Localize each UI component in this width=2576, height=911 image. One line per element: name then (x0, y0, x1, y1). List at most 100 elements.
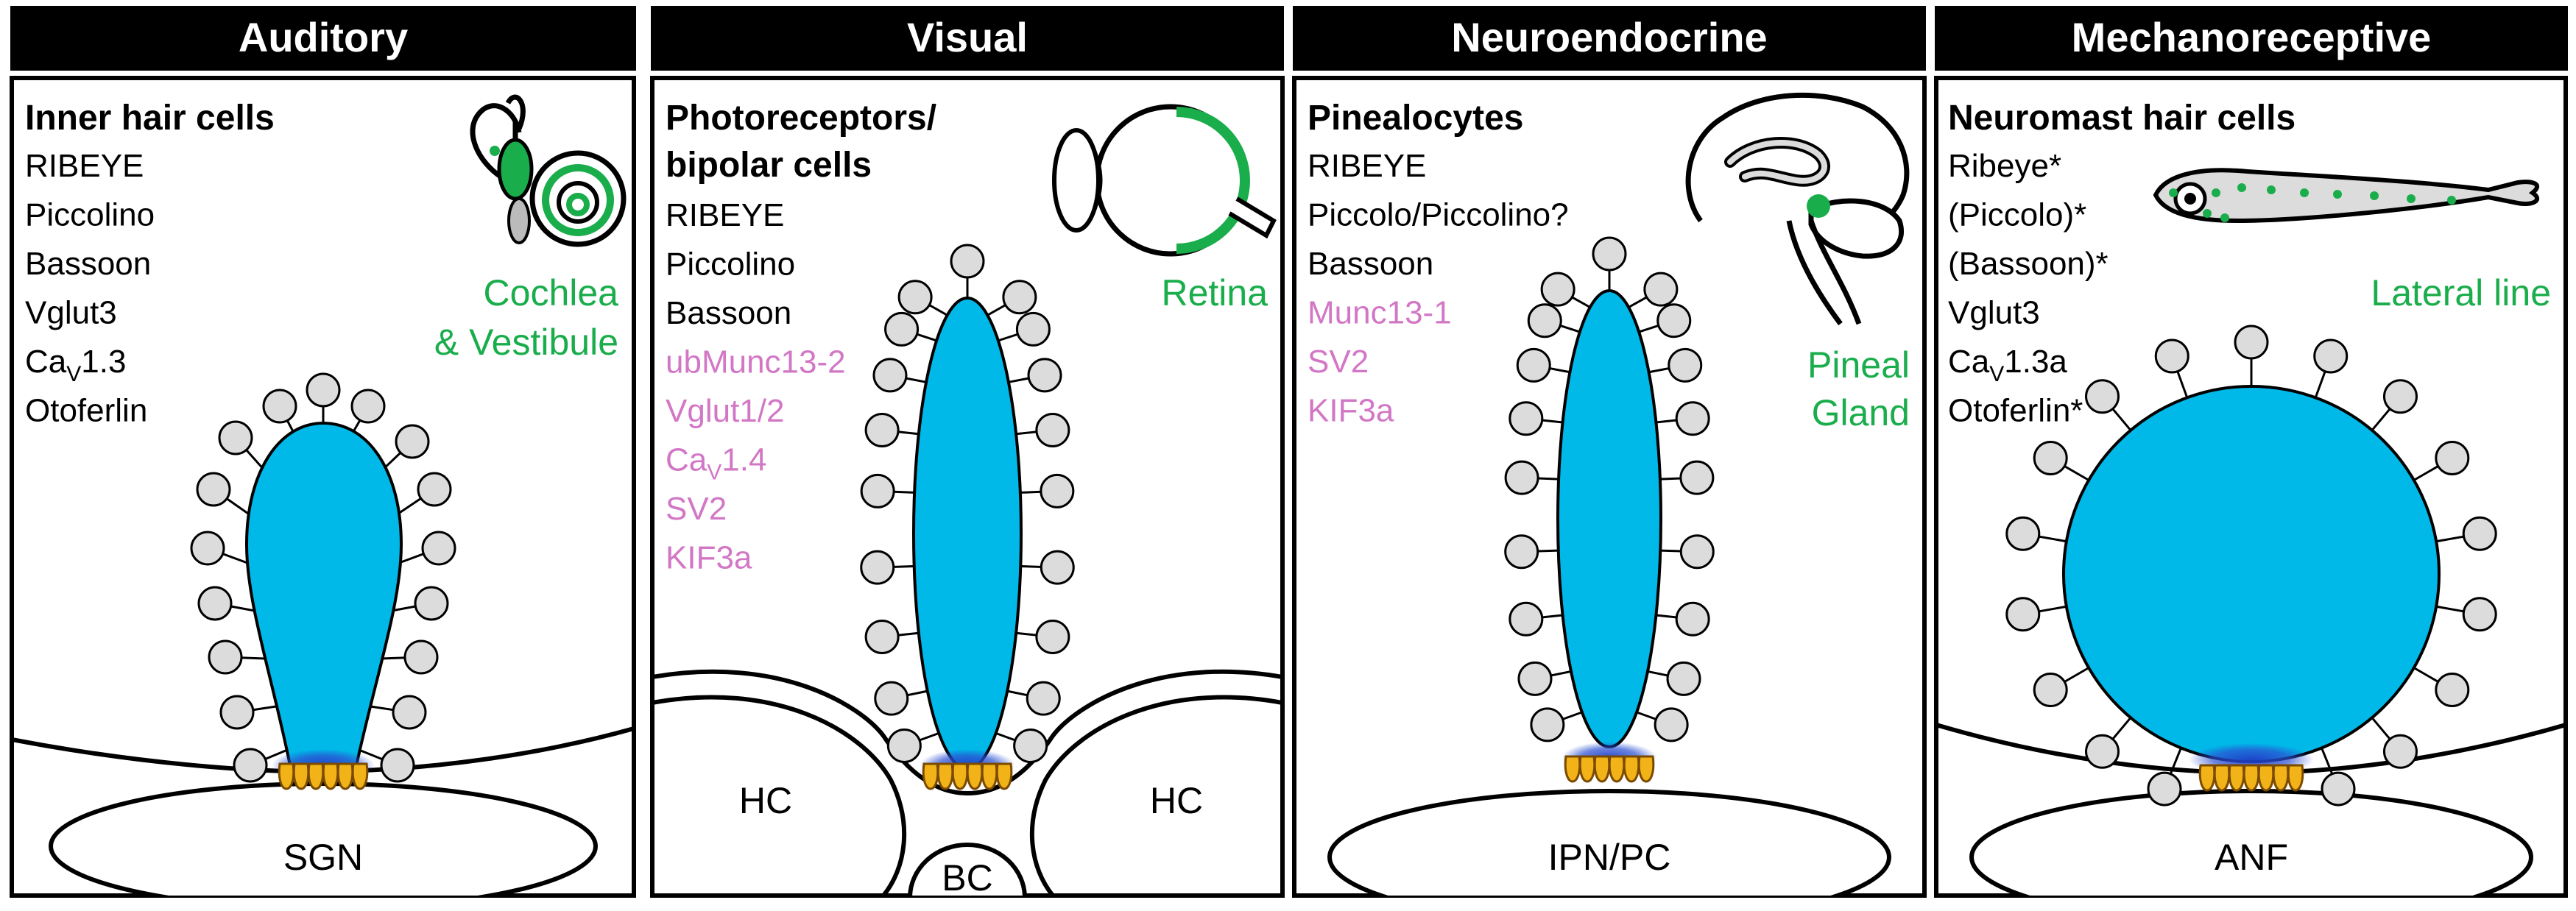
synaptic-ribbon (278, 762, 295, 790)
marker-item: RIBEYE (1308, 148, 1426, 184)
synaptic-vesicle (1035, 620, 1070, 655)
synaptic-ribbon (1623, 755, 1640, 783)
synaptic-vesicles (190, 372, 456, 783)
synaptic-vesicle (2321, 771, 2356, 807)
synaptic-vesicle (864, 620, 900, 655)
synaptic-ribbon (981, 762, 998, 790)
panel-header-bar (1935, 6, 2568, 71)
synaptic-vesicle (197, 586, 233, 621)
synaptic-vesicle (1666, 661, 1701, 696)
synaptic-vesicle (306, 372, 341, 408)
organ-label: Gland (1812, 392, 1910, 433)
marker-item: KIF3a (1308, 393, 1394, 429)
synaptic-vesicle (2435, 441, 2470, 475)
panel-neuroendocrine: Neuroendocrine Pinealocytes RIBEYEPiccol… (1292, 6, 1927, 898)
horizontal-cell-right (1029, 695, 1282, 896)
synaptic-vesicle (1002, 280, 1037, 315)
panel-header-bar (1293, 6, 1926, 71)
marker-text: (Bassoon)* (1948, 246, 2109, 282)
synaptic-vesicle (2085, 734, 2120, 769)
cell-body (912, 297, 1023, 770)
postsynaptic-label: ANF (2215, 837, 2288, 878)
bipolar-cell-dendrite (908, 843, 1027, 896)
organ-label: & Vestibule (434, 322, 618, 363)
zebrafish-icon (2153, 168, 2540, 224)
inner-ear-icon (470, 94, 627, 247)
panel-visual: Visual Photoreceptors/ bipolar cells RIB… (650, 6, 1285, 898)
pinealocyte (1504, 236, 1715, 783)
cell-type-title: Pinealocytes (1308, 99, 1523, 138)
marker-text: RIBEYE (666, 197, 784, 233)
cell-type-title: Inner hair cells (25, 99, 275, 138)
synaptic-vesicle (1675, 601, 1710, 637)
marker-list: Ribeye*(Piccolo)*(Bassoon)*Vglut3CaV1.3a… (1948, 148, 2109, 429)
synaptic-vesicle (1679, 460, 1715, 495)
synaptic-vesicle (262, 389, 297, 424)
synaptic-vesicle (860, 550, 895, 585)
marker-item: SV2 (666, 491, 727, 527)
synaptic-ribbon (951, 762, 969, 790)
marker-text: Bassoon (666, 295, 791, 331)
synaptic-vesicle (392, 695, 427, 730)
marker-item: Vglut1/2 (666, 393, 784, 429)
marker-text: Ribeye* (1948, 148, 2061, 184)
synaptic-vesicle (1679, 534, 1715, 570)
marker-text: KIF3a (1308, 393, 1394, 429)
marker-text: Otoferlin (25, 393, 147, 429)
synaptic-vesicle (1654, 707, 1689, 742)
synaptic-vesicle (1504, 460, 1539, 495)
ipn-pc-terminal (1327, 789, 1891, 896)
synaptic-vesicle (233, 748, 268, 783)
marker-item: Otoferlin (25, 393, 147, 429)
synaptic-vesicle (417, 472, 452, 507)
marker-text: Vglut3 (1948, 295, 2040, 331)
organ-label: Pineal (1807, 344, 1910, 386)
synaptic-ribbon (922, 762, 939, 790)
marker-item: SV2 (1308, 344, 1369, 380)
synaptic-vesicle (1516, 347, 1551, 383)
marker-item: (Piccolo)* (1948, 197, 2086, 233)
cell-type-title: bipolar cells (666, 146, 872, 185)
synaptic-vesicle (1668, 347, 1703, 383)
marker-text: SV2 (666, 491, 727, 527)
synaptic-vesicle (421, 531, 456, 566)
synaptic-ribbons (922, 762, 1013, 790)
marker-text: SV2 (1308, 344, 1369, 380)
synaptic-vesicle (1027, 358, 1062, 393)
outer-membrane (652, 669, 1282, 796)
synaptic-vesicle (2033, 673, 2068, 707)
synaptic-vesicle (1656, 303, 1692, 338)
synaptic-vesicle (950, 244, 985, 279)
synaptic-vesicle (2462, 516, 2497, 551)
marker-text: Munc13-1 (1308, 295, 1452, 331)
synaptic-vesicle (2147, 771, 2182, 807)
synaptic-vesicle (1592, 236, 1627, 272)
synaptic-ribbon (1593, 755, 1611, 783)
marker-text: Piccolino (666, 247, 795, 283)
panel-header: Visual (907, 14, 1028, 60)
synaptic-ribbon (1608, 755, 1626, 783)
marker-item: Vglut3 (25, 295, 117, 331)
synaptic-vesicle (414, 586, 449, 621)
synaptic-ribbon (292, 762, 310, 790)
marker-list: RIBEYEPiccolinoBassoonVglut3CaV1.3Otofer… (25, 148, 155, 429)
brain-icon (1685, 92, 1910, 326)
synaptic-ribbon (2213, 764, 2231, 792)
marker-text: ubMunc13-2 (666, 344, 846, 380)
synaptic-ribbon (2198, 764, 2216, 792)
marker-text: Vglut3 (25, 295, 117, 331)
synaptic-vesicle (864, 412, 900, 447)
marker-suffix: 1.3 (81, 344, 126, 380)
synaptic-ribbons (2198, 764, 2304, 792)
synaptic-vesicle (2462, 597, 2497, 632)
marker-suffix: 1.3a (2004, 344, 2067, 380)
postsynaptic-label: IPN/PC (1548, 837, 1671, 878)
marker-item: Munc13-1 (1308, 295, 1452, 331)
synaptic-vesicle (403, 639, 439, 675)
marker-text: Bassoon (25, 246, 151, 282)
synaptic-vesicle (1527, 303, 1562, 338)
synaptic-vesicle (1015, 311, 1051, 347)
synaptic-vesicle (2154, 338, 2189, 374)
postsynaptic-label: BC (942, 857, 992, 898)
synaptic-vesicle (1013, 729, 1048, 764)
